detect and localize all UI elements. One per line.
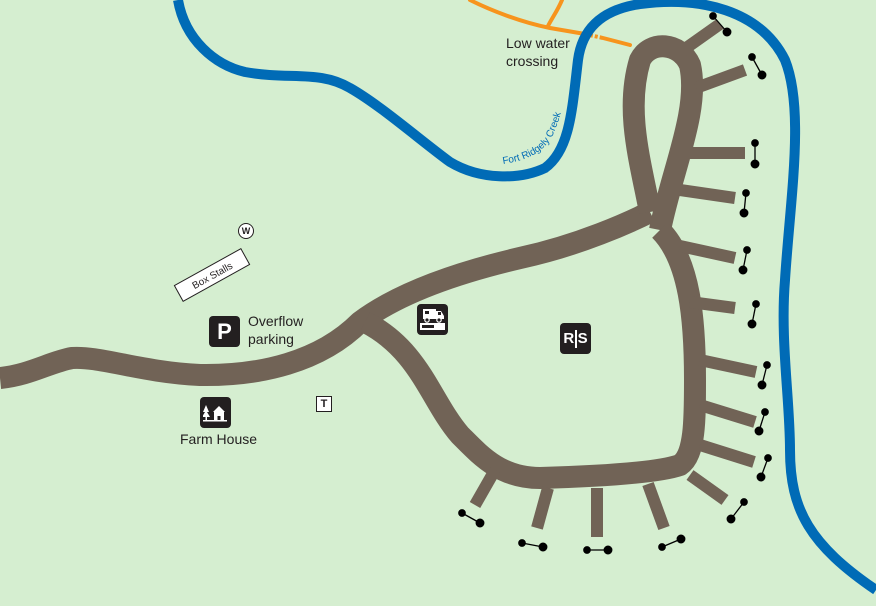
road-network (0, 19, 758, 537)
box-stalls-building: Box Stalls (173, 248, 251, 302)
divider (575, 329, 577, 348)
farm-house-glyph (203, 404, 227, 421)
low-water-crossing-label: Low water crossing (506, 35, 570, 69)
fort-ridgely-creek (173, 0, 876, 595)
campsite-marker (747, 300, 760, 329)
trail (468, 0, 632, 47)
rv-dump-station-icon[interactable] (417, 304, 448, 335)
campsite-marker (658, 534, 686, 551)
campsite-marker (518, 539, 548, 552)
campsite-marker (738, 246, 751, 275)
campsite-marker (754, 408, 769, 436)
campsite-marker (739, 189, 750, 218)
campsite-marker (756, 454, 772, 482)
campsite-markers (458, 12, 772, 555)
rv-glyph (420, 309, 445, 330)
overflow-parking-label: Overflow parking (248, 313, 304, 347)
campsite-marker (726, 498, 748, 524)
campsite-marker (458, 509, 485, 528)
campsite-marker (583, 545, 613, 555)
water-icon[interactable]: W (238, 223, 254, 239)
toilet-icon[interactable]: T (316, 396, 332, 412)
campsite-marker (750, 139, 760, 169)
farm-house-label: Farm House (180, 431, 258, 447)
restroom-shower-icon[interactable]: R S (560, 323, 591, 354)
campsite-marker (748, 53, 767, 80)
farm-house-icon[interactable] (200, 397, 231, 428)
parking-icon[interactable]: P (209, 316, 240, 347)
campsite-marker (709, 12, 732, 37)
campsite-marker (757, 361, 771, 390)
